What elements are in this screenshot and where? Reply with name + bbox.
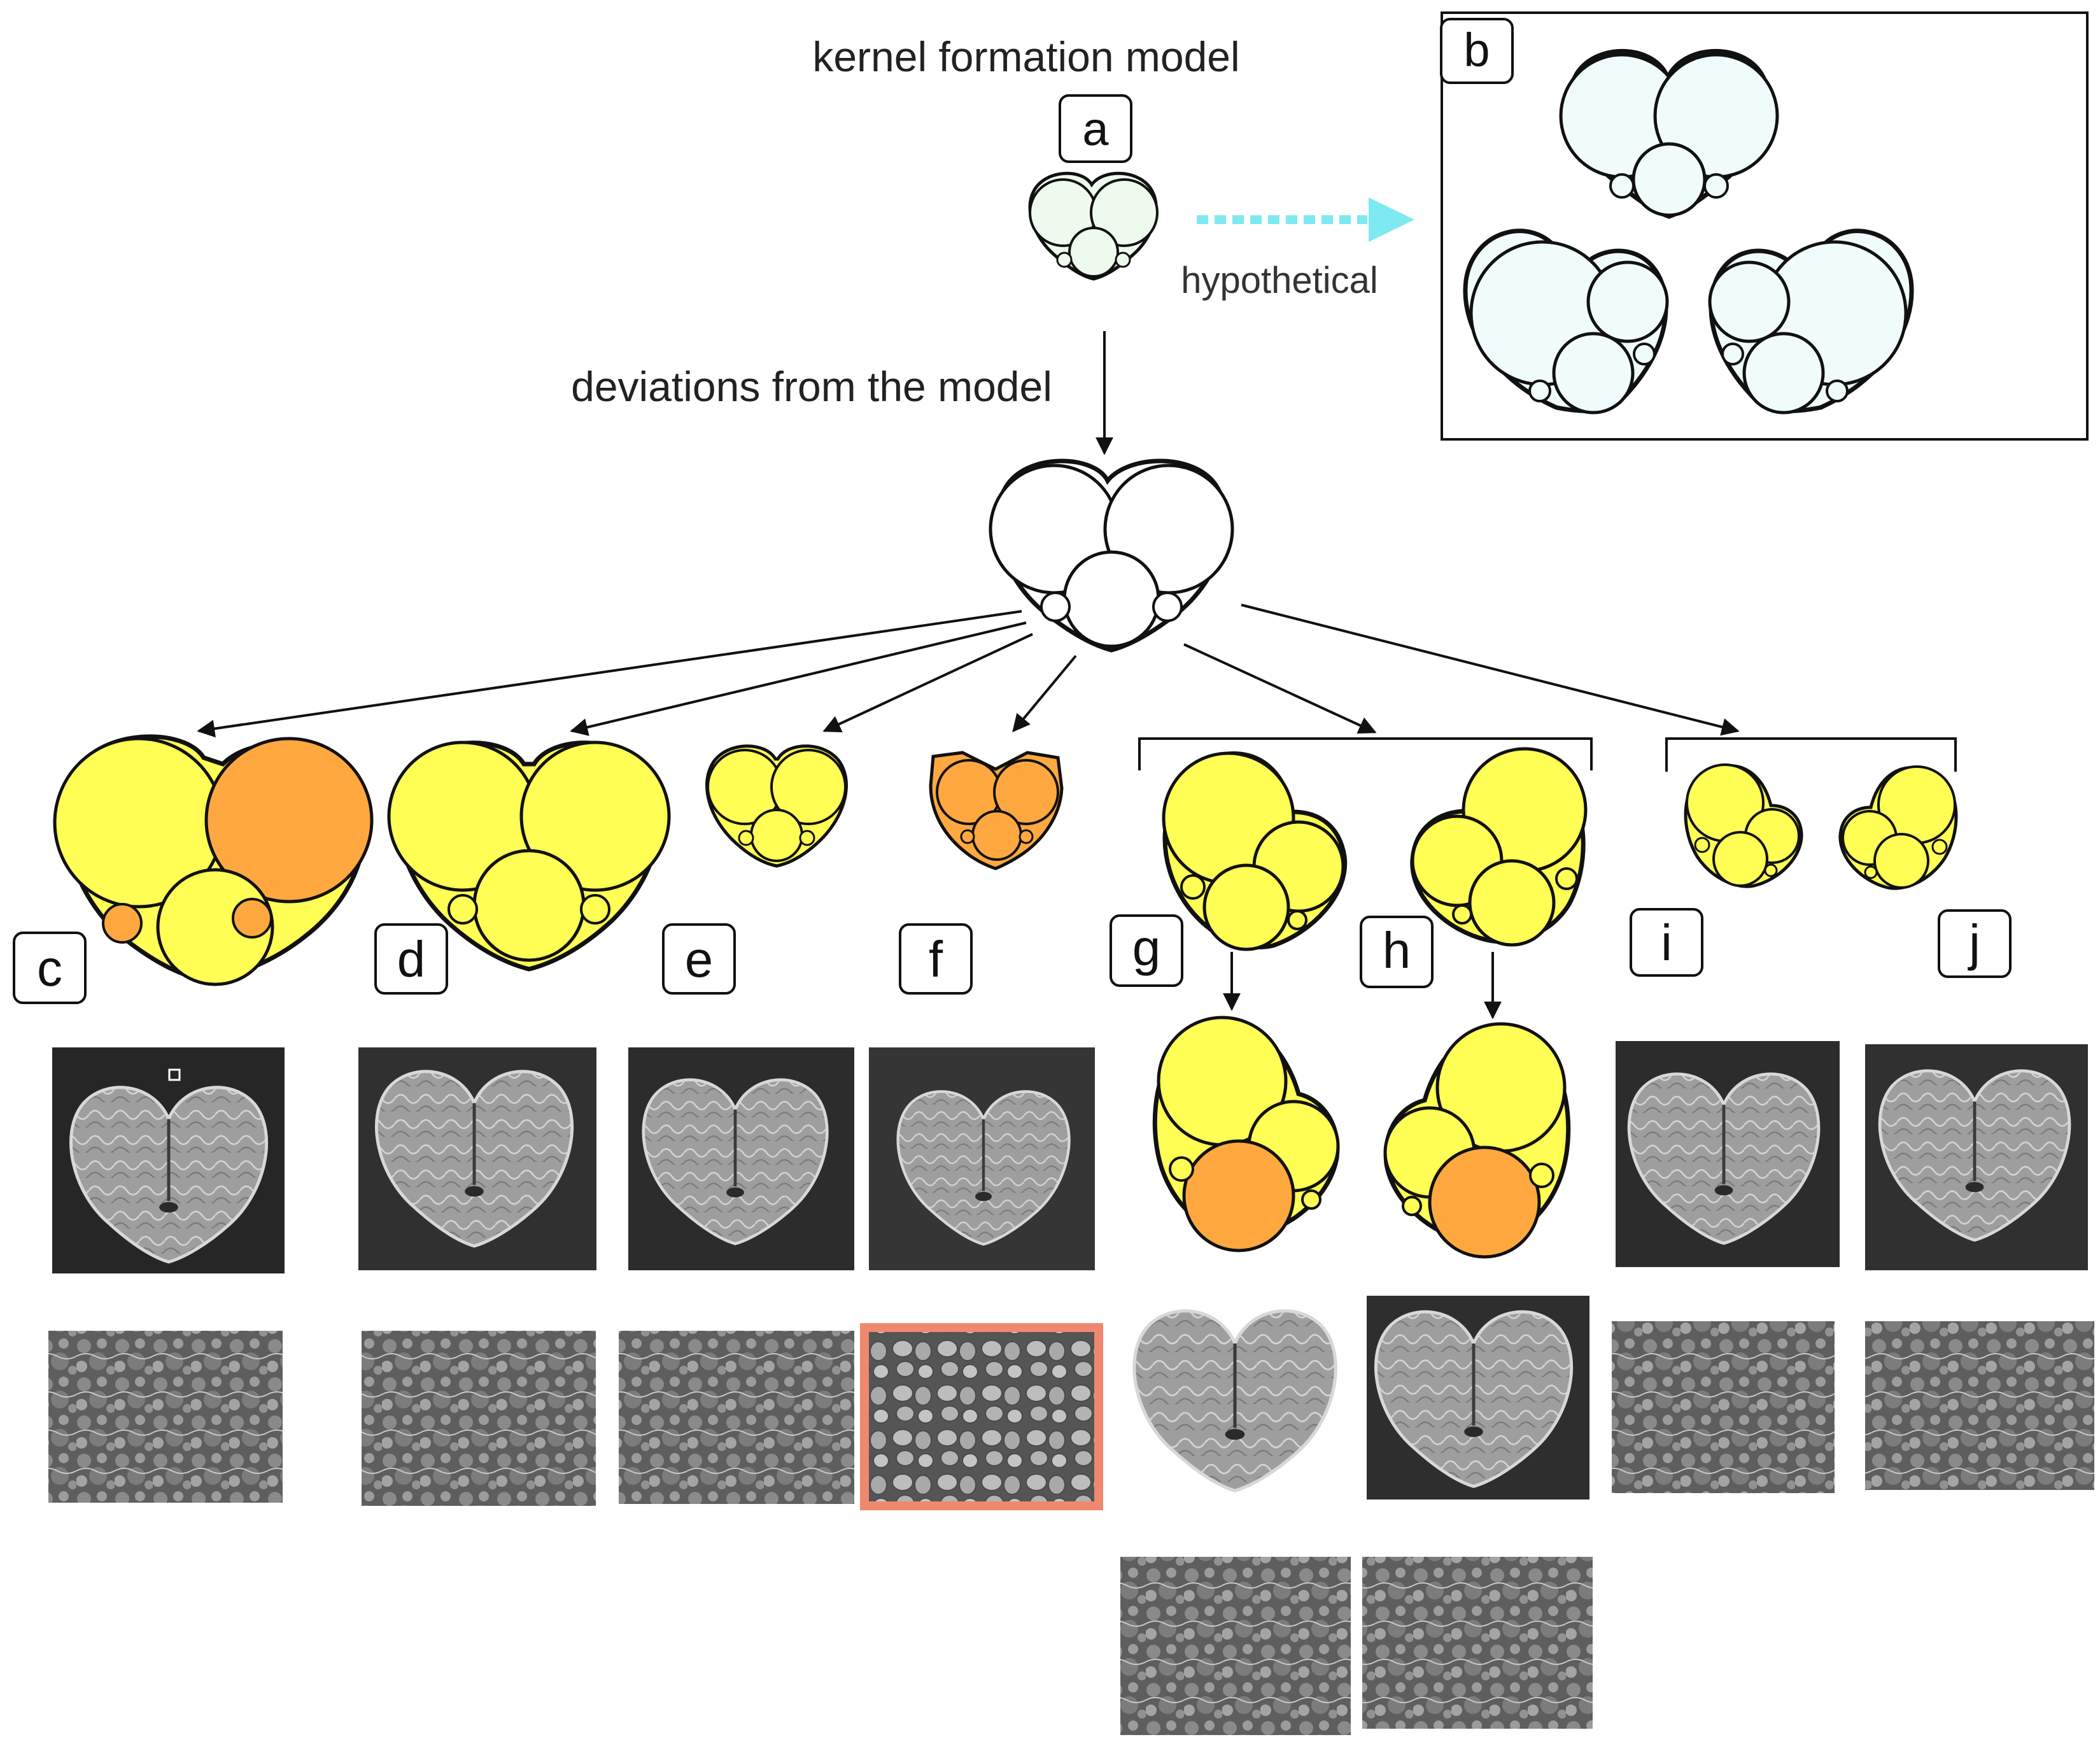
svg-text:f: f — [929, 931, 943, 988]
hypothetical-label: hypothetical — [1181, 260, 1378, 301]
bracket-i-j — [1665, 737, 1957, 772]
sem-overview-c — [52, 1047, 285, 1273]
variant-kernel-i — [1684, 763, 1803, 888]
panel-i-label: i — [1630, 908, 1703, 977]
svg-text:g: g — [1132, 919, 1161, 976]
model-kernel-a — [1028, 171, 1159, 281]
panel-h-label: h — [1360, 916, 1434, 988]
diagram-title: kernel formation model — [812, 33, 1239, 80]
bracket-g-h — [1138, 737, 1593, 770]
panel-j-label: j — [1938, 909, 2012, 978]
sem-closeup-g — [1120, 1557, 1351, 1735]
svg-text:b: b — [1463, 24, 1490, 76]
sem-overview-d — [358, 1047, 596, 1270]
hypothetical-kernel-top — [1559, 48, 1779, 219]
variant-kernel-h-deviation — [1383, 1022, 1571, 1259]
variant-kernel-h — [1410, 747, 1588, 947]
variant-kernel-d — [387, 741, 671, 972]
variant-kernel-c — [53, 734, 374, 986]
variant-kernel-f — [929, 751, 1064, 870]
hypothetical-kernel-right — [1708, 229, 1914, 415]
panel-e-label: e — [662, 923, 736, 995]
deviation-arrows — [197, 604, 1740, 738]
panel-a-label: a — [1059, 94, 1132, 163]
hypothetical-arrow — [1197, 197, 1414, 242]
sem-overview-h — [1367, 1296, 1589, 1499]
hypothetical-kernel-left — [1463, 229, 1669, 415]
variant-kernel-g — [1162, 751, 1348, 951]
svg-text:d: d — [397, 931, 426, 988]
panel-f-label: f — [899, 923, 973, 995]
sem-overview-g — [1124, 1296, 1349, 1499]
sem-closeup-c — [48, 1331, 283, 1503]
sem-closeup-j — [1865, 1321, 2094, 1490]
panel-b-label: b — [1440, 18, 1514, 84]
sem-closeup-i — [1612, 1321, 1835, 1493]
sem-overview-i — [1616, 1041, 1840, 1267]
panel-c-label: c — [13, 932, 87, 1004]
svg-text:e: e — [685, 931, 714, 988]
base-kernel — [989, 458, 1234, 653]
svg-text:c: c — [37, 940, 62, 996]
variant-kernel-e — [705, 744, 848, 868]
sem-overview-e — [628, 1047, 854, 1270]
svg-text:h: h — [1383, 922, 1411, 979]
sem-overview-j — [1865, 1044, 2088, 1270]
panel-g-label: g — [1110, 914, 1183, 987]
sem-closeup-d — [362, 1331, 596, 1506]
svg-text:i: i — [1661, 914, 1672, 971]
sem-overview-f — [869, 1047, 1095, 1270]
variant-kernel-j — [1838, 765, 1958, 890]
svg-text:a: a — [1082, 103, 1109, 155]
svg-text:j: j — [1968, 914, 1980, 971]
sem-closeup-f — [860, 1323, 1103, 1510]
panel-d-label: d — [374, 923, 448, 995]
sem-closeup-e — [619, 1331, 854, 1504]
sem-closeup-h — [1362, 1557, 1593, 1729]
variant-kernel-g-deviation — [1152, 1016, 1340, 1252]
deviations-caption: deviations from the model — [571, 363, 1052, 410]
